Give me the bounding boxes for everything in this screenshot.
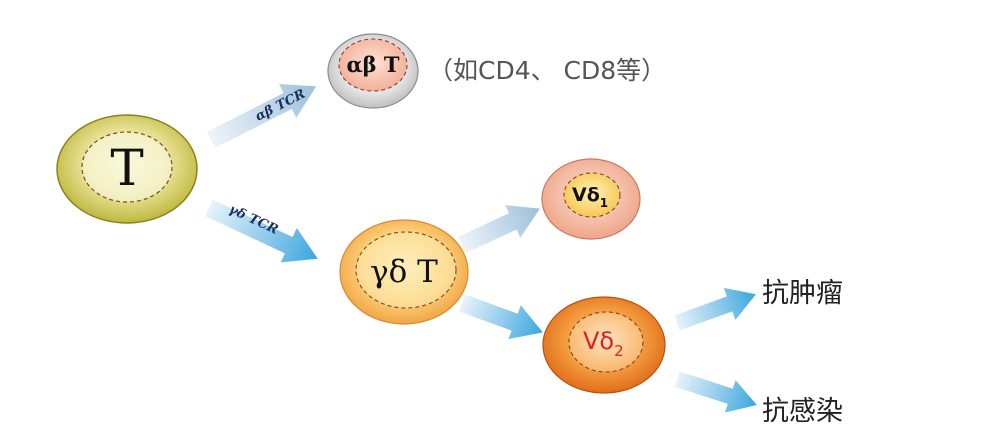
cell-t-label: T xyxy=(110,139,143,197)
outcome-anti-infection: 抗感染 xyxy=(762,396,843,427)
outcome-anti-tumor: 抗肿瘤 xyxy=(762,278,843,309)
arrow-gamma-delta-to-vd1 xyxy=(458,205,540,254)
arrow-vd2-to-anti-tumor xyxy=(674,287,756,331)
alpha-beta-note: （如CD4、 CD8等） xyxy=(428,56,666,85)
arrow-t-to-alpha-beta xyxy=(206,84,317,149)
arrow-gamma-delta-to-vd2 xyxy=(458,294,543,340)
cell-vd1-label: Vδ1 xyxy=(572,184,608,210)
cell-alpha-beta-label: αβ T xyxy=(346,52,399,77)
cell-t: T xyxy=(56,114,198,224)
cell-gamma-delta-label: γδ T xyxy=(370,254,438,290)
cell-alpha-beta-t: αβ T xyxy=(327,33,419,109)
cell-vd1: Vδ1 xyxy=(541,158,641,240)
cell-vd2-label: Vδ2 xyxy=(583,327,624,360)
arrow-t-to-gamma-delta xyxy=(205,199,318,263)
cell-vd2: Vδ2 xyxy=(542,296,666,394)
arrow-vd2-to-anti-infection xyxy=(674,371,757,413)
cell-gamma-delta-t: γδ T xyxy=(339,219,469,325)
